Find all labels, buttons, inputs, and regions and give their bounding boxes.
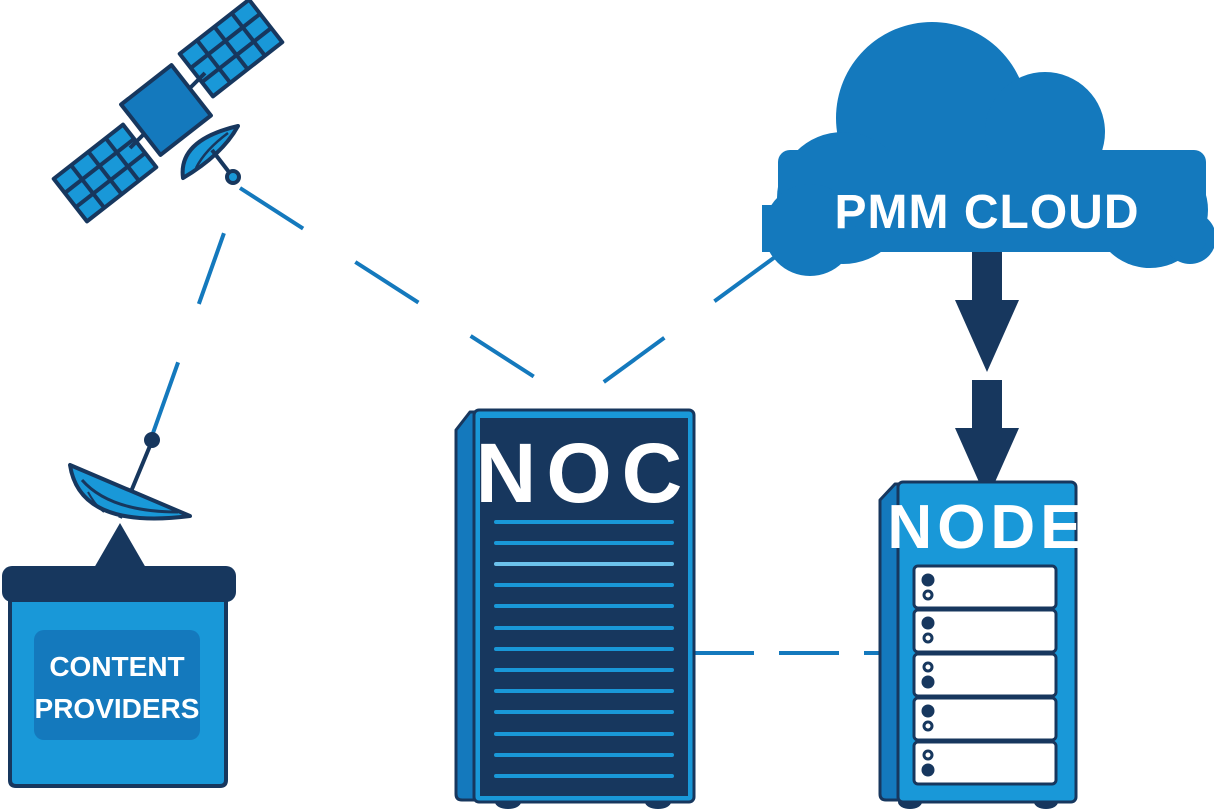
- connector-cloud-to-noc: [573, 255, 777, 405]
- cloud-label: PMM CLOUD: [835, 186, 1140, 239]
- content-providers-box: CONTENT PROVIDERS: [2, 566, 236, 788]
- arrow-down-icon: [955, 252, 1019, 500]
- connector-dish-to-satellite: [151, 187, 242, 434]
- connection-lines: [151, 186, 882, 655]
- satellite-dish-icon: [68, 432, 192, 568]
- connector-satellite-to-noc: [238, 186, 577, 405]
- drive-bay: [912, 652, 1058, 698]
- content-providers-label-line1: CONTENT: [49, 651, 184, 682]
- drive-bay: [912, 608, 1058, 654]
- node-label: NODE: [887, 493, 1086, 562]
- noc-label: NOC: [476, 426, 693, 520]
- drive-bay: [912, 564, 1058, 610]
- drive-bay: [912, 740, 1058, 786]
- content-providers-label-line2: PROVIDERS: [35, 693, 200, 724]
- node-drive-bays: [912, 564, 1058, 786]
- drive-bay: [912, 696, 1058, 742]
- node-server-rack: NODE: [878, 480, 1086, 809]
- noc-vent-stripes: [494, 520, 674, 778]
- satellite-icon: [51, 0, 285, 224]
- noc-server-rack: NOC: [454, 408, 696, 809]
- cloud-icon: PMM CLOUD: [762, 22, 1214, 276]
